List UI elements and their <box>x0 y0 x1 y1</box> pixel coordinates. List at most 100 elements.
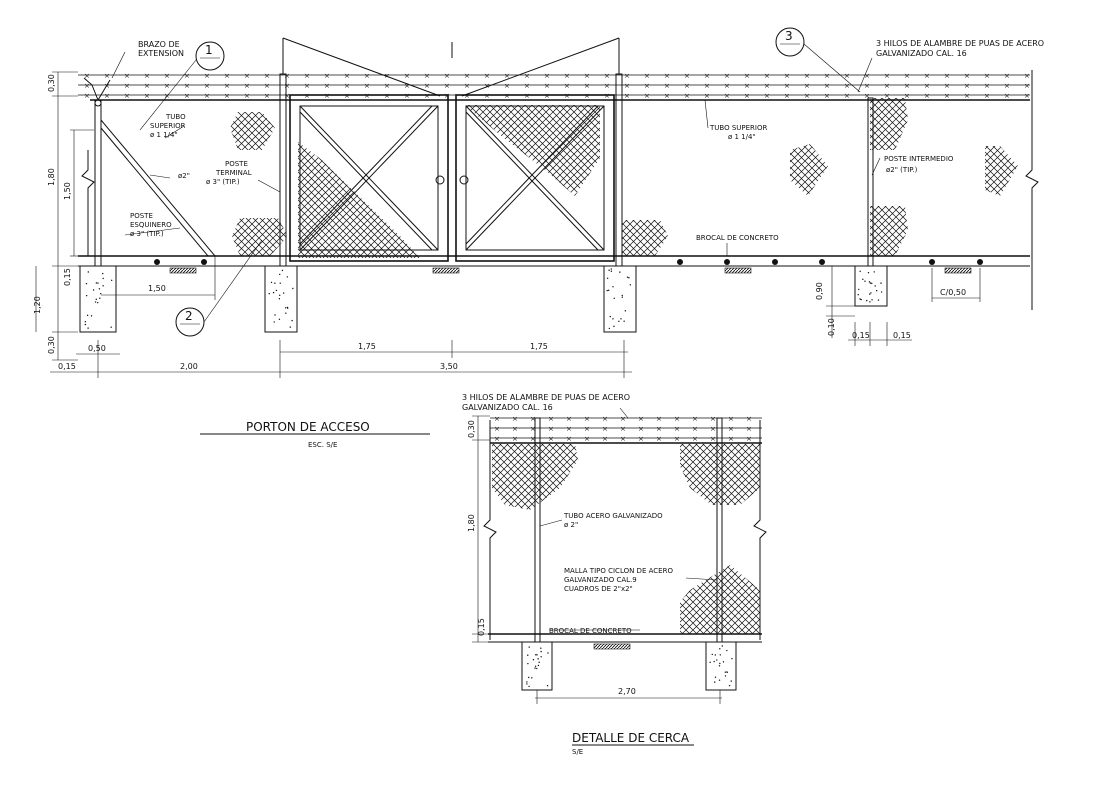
dim-175a: 1,75 <box>358 342 376 351</box>
barb-mark: × <box>584 425 590 433</box>
barb-mark: × <box>944 72 950 80</box>
barb-mark: × <box>684 82 690 90</box>
barb-mark: × <box>744 82 750 90</box>
barb-mark: × <box>548 425 554 433</box>
stipple-dot <box>719 648 721 650</box>
barb-mark: × <box>984 82 990 90</box>
stipple-dot <box>618 320 620 323</box>
barb-mark: × <box>1004 82 1010 90</box>
barb-mark: × <box>284 92 290 100</box>
barb-mark: × <box>464 92 470 100</box>
barb-mark: × <box>844 82 850 90</box>
barb-mark: × <box>244 92 250 100</box>
barb-mark: × <box>304 72 310 80</box>
barb-mark: × <box>884 92 890 100</box>
barb-mark: × <box>1024 82 1030 90</box>
stipple-dot <box>709 661 711 664</box>
barb-mark: × <box>484 82 490 90</box>
fence-label-barbed-wire-2: GALVANIZADO CAL. 16 <box>462 403 553 412</box>
barb-mark: × <box>624 92 630 100</box>
gate-title-block: PORTON DE ACCESO ESC. S/E <box>200 420 430 449</box>
stipple-dot <box>714 681 716 683</box>
stipple-dot <box>286 276 289 278</box>
barb-mark: × <box>424 82 430 90</box>
stipple-dot <box>547 652 549 654</box>
barb-mark: × <box>664 92 670 100</box>
stipple-dot <box>540 656 542 658</box>
barb-mark: × <box>638 435 644 443</box>
stipple-dot <box>546 685 549 687</box>
barb-mark: × <box>104 72 110 80</box>
barb-mark: × <box>728 435 734 443</box>
stipple-dot <box>870 292 872 294</box>
barb-mark: × <box>656 435 662 443</box>
barb-mark: × <box>564 92 570 100</box>
barb-mark: × <box>924 82 930 90</box>
barb-mark: × <box>204 92 210 100</box>
barb-mark: × <box>244 82 250 90</box>
barb-mark: × <box>824 82 830 90</box>
barb-mark: × <box>944 82 950 90</box>
stipple-dot <box>731 657 733 660</box>
barb-mark: × <box>824 92 830 100</box>
footings <box>79 265 888 333</box>
stipple-dot <box>527 662 529 665</box>
fence-break-lines <box>483 420 767 640</box>
gate-notes: BRAZO DE EXTENSION TUBO SUPERIOR ø 1 1/4… <box>130 39 1044 242</box>
barb-mark: × <box>602 435 608 443</box>
barb-mark: × <box>384 92 390 100</box>
break-line-left <box>81 150 95 256</box>
barb-mark: × <box>344 72 350 80</box>
barb-mark: × <box>494 435 500 443</box>
stipple-dot <box>722 661 725 663</box>
stipple-dot <box>859 298 861 300</box>
vertical-dimensions: 0,30 1,80 1,50 0,15 1,20 0,30 <box>33 71 94 361</box>
barb-mark: × <box>484 72 490 80</box>
barb-mark: × <box>524 82 530 90</box>
gate-leaf-left <box>289 94 449 262</box>
fence-label-tubo: TUBO ACERO GALVANIZADO <box>563 512 663 520</box>
barb-mark: × <box>710 415 716 423</box>
dim-030: 0,30 <box>47 74 56 92</box>
stipple-dot <box>858 288 860 291</box>
barb-mark: × <box>692 425 698 433</box>
stipple-dot <box>528 646 530 648</box>
dim-010: 0,10 <box>827 318 836 336</box>
stipple-dot <box>534 667 536 669</box>
stipple-dot <box>719 662 721 665</box>
stipple-dot <box>99 297 101 299</box>
barb-mark: × <box>324 92 330 100</box>
fence-concrete-stipple <box>526 645 733 688</box>
stipple-dot <box>619 271 621 273</box>
stipple-dot <box>532 659 535 661</box>
barb-mark: × <box>764 72 770 80</box>
curb-details <box>154 259 983 274</box>
stipple-dot <box>85 282 88 285</box>
barb-mark: × <box>324 82 330 90</box>
barb-mark: × <box>124 82 130 90</box>
stipple-dot <box>869 293 871 295</box>
barb-mark: × <box>644 92 650 100</box>
barb-mark: × <box>404 92 410 100</box>
stipple-dot <box>272 291 275 294</box>
barb-mark: × <box>746 425 752 433</box>
stipple-dot <box>273 321 275 323</box>
fence-footings <box>521 641 737 691</box>
barb-mark: × <box>444 92 450 100</box>
barb-mark: × <box>512 415 518 423</box>
barb-mark: × <box>746 435 752 443</box>
barb-mark: × <box>1004 92 1010 100</box>
stipple-dot <box>867 272 870 274</box>
barb-mark: × <box>964 72 970 80</box>
barb-mark: × <box>512 425 518 433</box>
barb-mark: × <box>728 415 734 423</box>
stipple-dot <box>877 299 880 301</box>
concrete-stipple <box>84 268 883 330</box>
fence-dim-270: 2,70 <box>618 687 636 696</box>
stipple-dot <box>99 292 102 295</box>
barb-mark: × <box>644 72 650 80</box>
barb-mark: × <box>504 92 510 100</box>
break-line-right <box>1025 70 1039 310</box>
fence-dim-015: 0,15 <box>477 618 486 636</box>
stipple-dot <box>730 680 732 682</box>
